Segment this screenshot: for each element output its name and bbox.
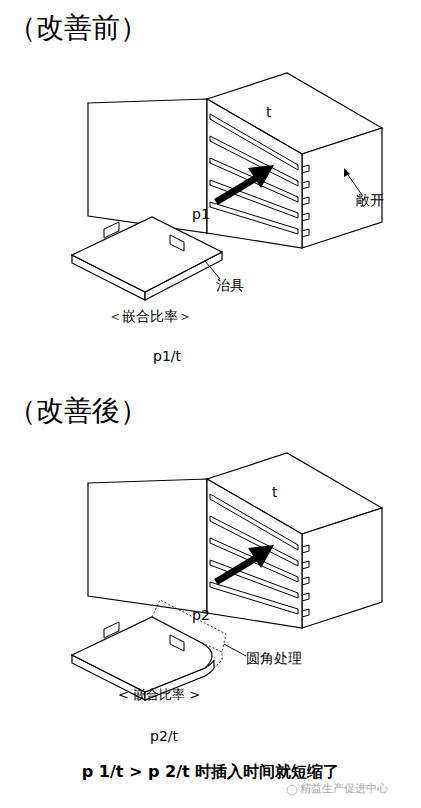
dimension-label: p1 — [192, 206, 210, 222]
leader-arrowhead — [344, 168, 350, 177]
callout-label: 圆角处理 — [246, 650, 302, 666]
dimension-label: t — [272, 484, 278, 500]
caption: p 1/t > p 2/t 时插入时间就短缩了 — [0, 763, 421, 781]
part-label: 治具 — [216, 277, 244, 293]
callout-label: 敞开 — [356, 192, 384, 208]
watermark-icon — [287, 785, 297, 795]
rack-box — [88, 73, 382, 248]
ratio-formula: p2/t — [150, 728, 178, 744]
section-heading: （改善前） — [8, 12, 148, 44]
dimension-label: p2 — [192, 607, 210, 623]
ratio-heading: ＜嵌合比率＞ — [108, 308, 192, 324]
leader-line — [224, 644, 246, 656]
jig-plate — [72, 217, 222, 300]
watermark: 精益生产促进中心 — [300, 783, 388, 796]
dimension-label: t — [266, 104, 272, 120]
ratio-formula: p1/t — [153, 348, 181, 364]
leader-line — [205, 261, 220, 279]
section-heading: （改善後） — [8, 395, 148, 427]
ratio-heading: < 嵌合比率 > — [118, 688, 200, 703]
jig-plate-rounded — [72, 600, 226, 700]
rack-box — [88, 453, 382, 628]
leader-line — [346, 172, 362, 195]
